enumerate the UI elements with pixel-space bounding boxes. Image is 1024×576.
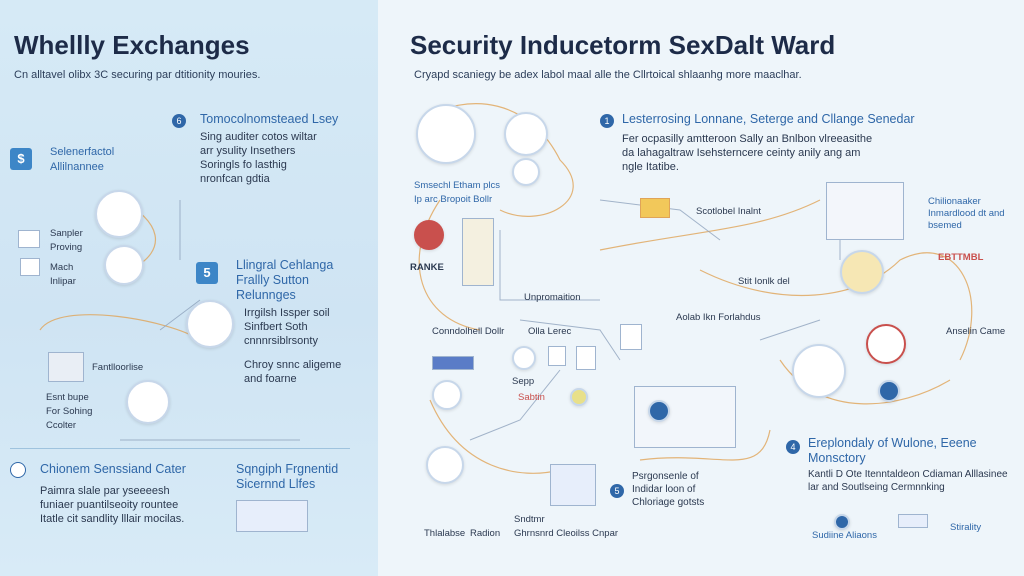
shield-icon (104, 245, 144, 285)
document-icon (126, 380, 170, 424)
server-icon (95, 190, 143, 238)
globe-icon (512, 158, 540, 186)
anselin-label: Anselin Came (946, 326, 1006, 337)
left-subtitle: Cn alltavel olibx 3C securing par dtitio… (14, 69, 261, 81)
sec1-item: Mach (50, 262, 74, 273)
user-icon (20, 258, 40, 276)
bottom-right-title: Sqngiph Frgnentid Sicernnd Llfes (236, 462, 339, 491)
card-icon (898, 514, 928, 528)
footer-label: Stirality (950, 522, 982, 533)
sec1-item: Inlipar (50, 276, 76, 287)
step-1-badge: 1 (600, 114, 614, 128)
sepp-label: Sepp (512, 376, 535, 387)
sec3-body1: Irrgilsh Issper soil Sinfbert Soth cnnnr… (244, 307, 330, 347)
right-subtitle: Cryapd scaniegy be adex labol maal alle … (414, 69, 802, 81)
pin-icon (648, 400, 670, 422)
stit-label: Stit Ionlk del (738, 276, 790, 287)
top-label: Smsechl Etham plcs (414, 180, 501, 191)
step-5-badge: 5 (610, 484, 624, 498)
right-sec1-title: Lesterrosing Lonnane, Seterge and Cllang… (622, 112, 915, 126)
sun-icon (570, 388, 588, 406)
building-icon (504, 112, 548, 156)
dollar-icon: $ (10, 148, 32, 170)
right-sec4-title: Ereplondaly of Wulone, Eeene Monsctory (808, 436, 977, 465)
clipboard-icon (620, 324, 642, 350)
top-label: Ip arc Bropoit Bollr (414, 194, 493, 205)
alert-icon (866, 324, 906, 364)
sec4-item: Esnt bupe (46, 392, 89, 403)
unpromaition-label: Unpromaition (524, 292, 581, 303)
sec1-item: Sanpler (50, 228, 83, 239)
left-panel (0, 0, 378, 576)
dot-icon (10, 462, 26, 478)
list-icon (576, 346, 596, 370)
bag-icon (426, 446, 464, 484)
right-sec5-title: Psrgonsenle of Indidar loon of Chloriage… (632, 471, 705, 508)
cholia-label: Chilionaaker Inmardlood dt and bsemed (928, 196, 1005, 231)
team-icon (792, 344, 846, 398)
sec3-title: Llingral Cehlanga Frallly Sutton Relunng… (236, 258, 334, 302)
house-icon (186, 300, 234, 348)
bottom-left-body: Paimra slale par yseeeesh funiaer puanti… (40, 485, 185, 525)
thlalabse-label: Thlalabse (424, 528, 466, 539)
sec4-item: For Sohing (46, 406, 93, 417)
step-4-badge: 4 (786, 440, 800, 454)
truck-icon (236, 500, 308, 532)
step-6-badge: 6 (172, 114, 186, 128)
right-panel (378, 0, 1024, 576)
ebtt-label: EBTTMBL (938, 252, 984, 263)
ranks-label: RANKE (410, 262, 444, 273)
sec4-item: Ccolter (46, 420, 77, 431)
coin-icon (840, 250, 884, 294)
left-divider (10, 448, 350, 449)
dashboard-window-icon (826, 182, 904, 240)
shield-small-icon (878, 380, 900, 402)
chart-card-icon (462, 218, 494, 286)
page-title-right: Security Inducetorm SexDalt Ward (410, 30, 836, 60)
dot-icon (834, 514, 850, 530)
sabtin-label: Sabtin (518, 392, 545, 403)
footer-label: Sudiine Aliaons (812, 530, 877, 541)
radion-label: Radion (470, 528, 501, 539)
bottom-left-title: Chionem Senssiand Cater (40, 462, 186, 476)
sec2-title: Tomocolnomsteaed Lsey (200, 112, 339, 126)
olla-label: Olla Lerec (528, 326, 572, 337)
right-sec1-body: Fer ocpasilly amtteroon Sally an Bnlbon … (622, 133, 873, 173)
lock-icon (416, 104, 476, 164)
bar-icon (432, 356, 474, 370)
sec3-body2: Chroy snnc aligeme and foarne (244, 359, 342, 385)
arrow-icon: 5 (196, 262, 218, 284)
sndtmr-label: Sndtmr (514, 514, 545, 525)
right-sec4-body: Kantli D Ote Itenntaldeon Cdiaman Alllas… (808, 469, 1008, 493)
scotlobel-label: Scotlobel Inalnt (696, 206, 761, 217)
conndo-label: Conndolhell Dollr (432, 326, 505, 337)
sec1-item: Proving (50, 242, 83, 253)
gauge-icon (512, 346, 536, 370)
sec1-label: Selenerfactol Allilnannee (50, 146, 115, 173)
laptop-icon (550, 464, 596, 506)
device-label: Fantlloorlise (92, 362, 144, 373)
bar-chart-icon (548, 346, 566, 366)
sec2-body: Sing auditer cotos wiltar arr ysulity In… (200, 131, 317, 185)
ghrnm-label: Ghrnsnrd Cleoilss Cnpar (514, 528, 619, 539)
computer-icon (48, 352, 84, 382)
user-badge-icon (432, 380, 462, 410)
folder-icon (640, 198, 670, 218)
brain-icon (414, 220, 444, 250)
aolab-label: Aolab Ikn Forlahdus (676, 312, 761, 323)
monitor-icon (18, 230, 40, 248)
page-title-left: Whellly Exchanges (14, 30, 250, 60)
